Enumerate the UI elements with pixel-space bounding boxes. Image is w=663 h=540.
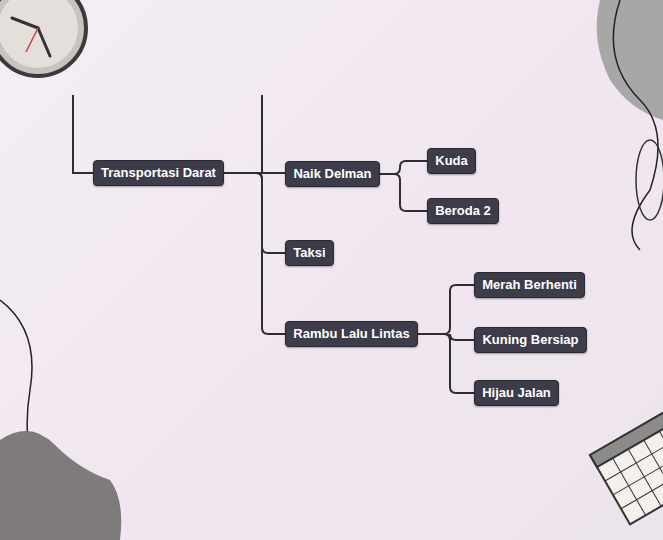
tree-connector xyxy=(380,161,427,174)
topic-box: Kuning Bersiap xyxy=(474,327,587,353)
topic-label: Kuda xyxy=(435,153,468,169)
topic-label: Beroda 2 xyxy=(435,203,491,219)
clock-illustration xyxy=(0,0,86,76)
topic-label: Taksi xyxy=(293,245,325,261)
topic-box: Hijau Jalan xyxy=(474,380,559,406)
topic-box: Transportasi Darat xyxy=(93,160,224,186)
bracket-line xyxy=(73,95,93,173)
topic-label: Rambu Lalu Lintas xyxy=(293,326,409,342)
calendar-illustration xyxy=(590,410,663,524)
topic-label: Hijau Jalan xyxy=(482,385,551,401)
topic-label: Naik Delman xyxy=(293,166,371,182)
topic-box: Naik Delman xyxy=(285,161,380,187)
topic-label: Merah Berhenti xyxy=(482,277,577,293)
tree-connector xyxy=(224,173,285,253)
topic-box: Merah Berhenti xyxy=(474,272,585,298)
scribble-loop xyxy=(636,140,663,220)
topic-box: Kuda xyxy=(427,148,476,174)
scribble-line xyxy=(613,0,658,250)
bracket-line xyxy=(261,95,263,174)
corner-shape xyxy=(0,431,121,540)
tree-connector xyxy=(224,173,285,334)
tree-connector xyxy=(418,285,474,334)
topic-box: Taksi xyxy=(285,240,334,266)
topic-box: Rambu Lalu Lintas xyxy=(285,321,418,347)
tree-connector xyxy=(380,174,427,211)
topic-label: Kuning Bersiap xyxy=(482,332,578,348)
corner-shape xyxy=(597,0,663,120)
tree-connector xyxy=(418,334,474,393)
topic-box: Beroda 2 xyxy=(427,198,499,224)
topic-label: Transportasi Darat xyxy=(101,165,216,181)
